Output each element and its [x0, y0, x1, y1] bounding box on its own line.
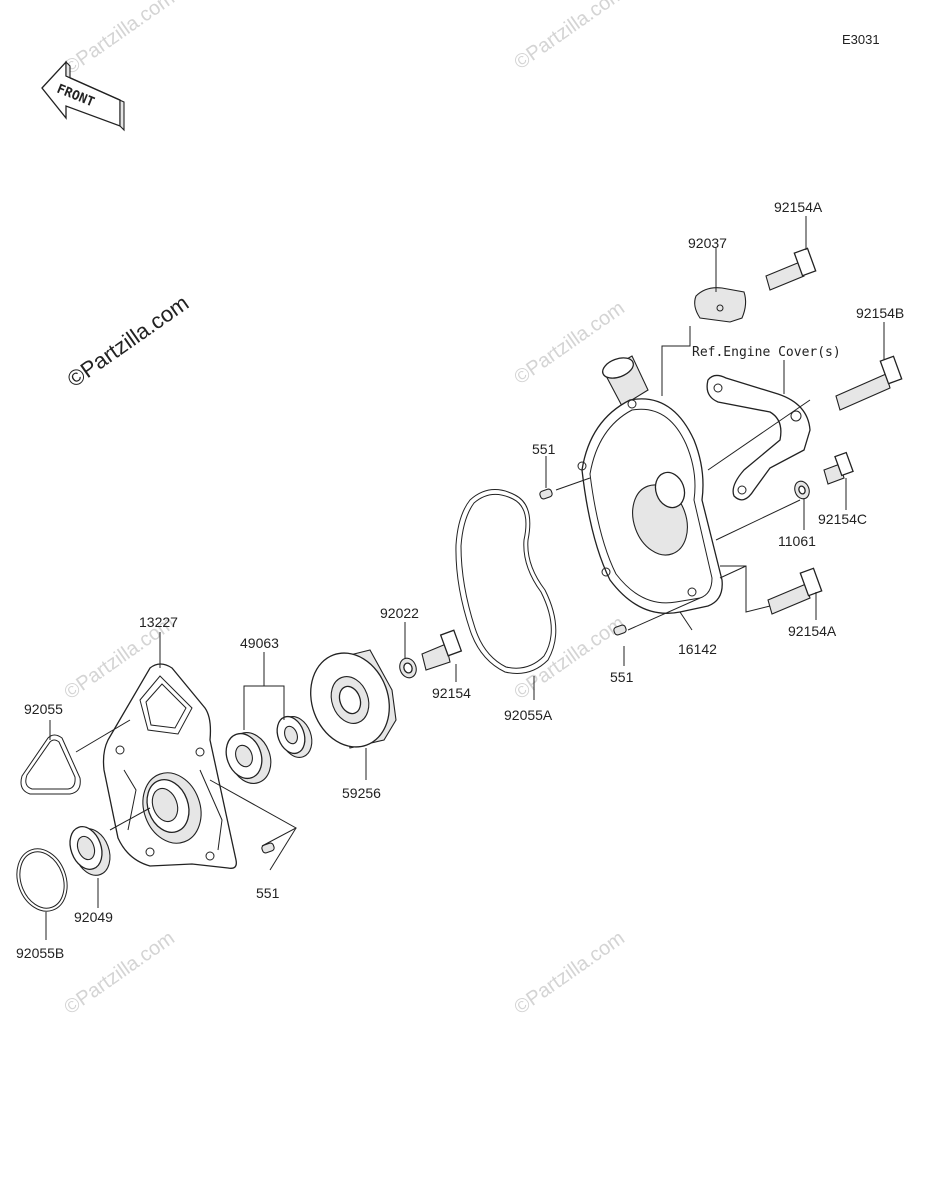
- dowel-pin-left-icon: [261, 842, 275, 854]
- seal-92055-icon: [20, 734, 81, 795]
- bolt-92154B-icon: [835, 355, 903, 411]
- label-92055: 92055: [24, 701, 63, 717]
- engine-cover-bracket-icon: [706, 374, 811, 501]
- label-92049: 92049: [74, 909, 113, 925]
- watermark-faint-5: ©Partzilla.com: [510, 612, 628, 704]
- label-551-right: 551: [610, 669, 634, 685]
- watermark-faint-2: ©Partzilla.com: [510, 0, 628, 74]
- label-13227: 13227: [139, 614, 178, 630]
- clamp-92037-icon: [694, 287, 747, 323]
- bolt-92154-icon: [421, 629, 463, 671]
- dowel-pin-mid-icon: [539, 488, 553, 500]
- watermark-main: ©Partzilla.com: [63, 290, 194, 392]
- seal-49063-icon: [225, 715, 313, 784]
- label-92055B: 92055B: [16, 945, 64, 961]
- watermark-faint-6: ©Partzilla.com: [60, 927, 178, 1019]
- bolt-92154A-bottom-icon: [767, 567, 823, 615]
- pump-cover-16142-icon: [577, 355, 723, 614]
- label-92154A-top: 92154A: [774, 199, 823, 215]
- label-59256: 59256: [342, 785, 381, 801]
- label-551-left: 551: [256, 885, 280, 901]
- bolt-92154C-icon: [823, 451, 854, 485]
- label-92154B: 92154B: [856, 305, 904, 321]
- leader-lines: [45, 216, 885, 940]
- label-16142: 16142: [678, 641, 717, 657]
- impeller-59256-icon: [310, 649, 397, 749]
- plate-13227-icon: [102, 663, 237, 869]
- label-551-mid: 551: [532, 441, 556, 457]
- bolt-92154A-top-icon: [765, 247, 817, 291]
- label-ref-engine-cover: Ref.Engine Cover(s): [692, 345, 841, 360]
- washer-92022-icon: [399, 657, 417, 679]
- label-92154: 92154: [432, 685, 471, 701]
- watermark-layer: ©Partzilla.com ©Partzilla.com ©Partzilla…: [60, 0, 628, 1019]
- label-92154A-bottom: 92154A: [788, 623, 837, 639]
- dowel-pin-right-icon: [613, 624, 627, 636]
- label-92154C: 92154C: [818, 511, 867, 527]
- diagram-code: E3031: [842, 32, 880, 47]
- label-49063: 49063: [240, 635, 279, 651]
- oil-seal-92049-icon: [69, 826, 111, 876]
- front-arrow-icon: FRONT: [41, 60, 125, 132]
- o-ring-92055B-icon: [16, 848, 68, 912]
- label-92022: 92022: [380, 605, 419, 621]
- watermark-faint-1: ©Partzilla.com: [60, 0, 178, 79]
- gasket-92055A-icon: [455, 489, 557, 674]
- washer-11061-icon: [794, 480, 810, 500]
- watermark-faint-7: ©Partzilla.com: [510, 927, 628, 1019]
- label-92055A: 92055A: [504, 707, 553, 723]
- label-11061: 11061: [778, 533, 816, 549]
- label-92037: 92037: [688, 235, 727, 251]
